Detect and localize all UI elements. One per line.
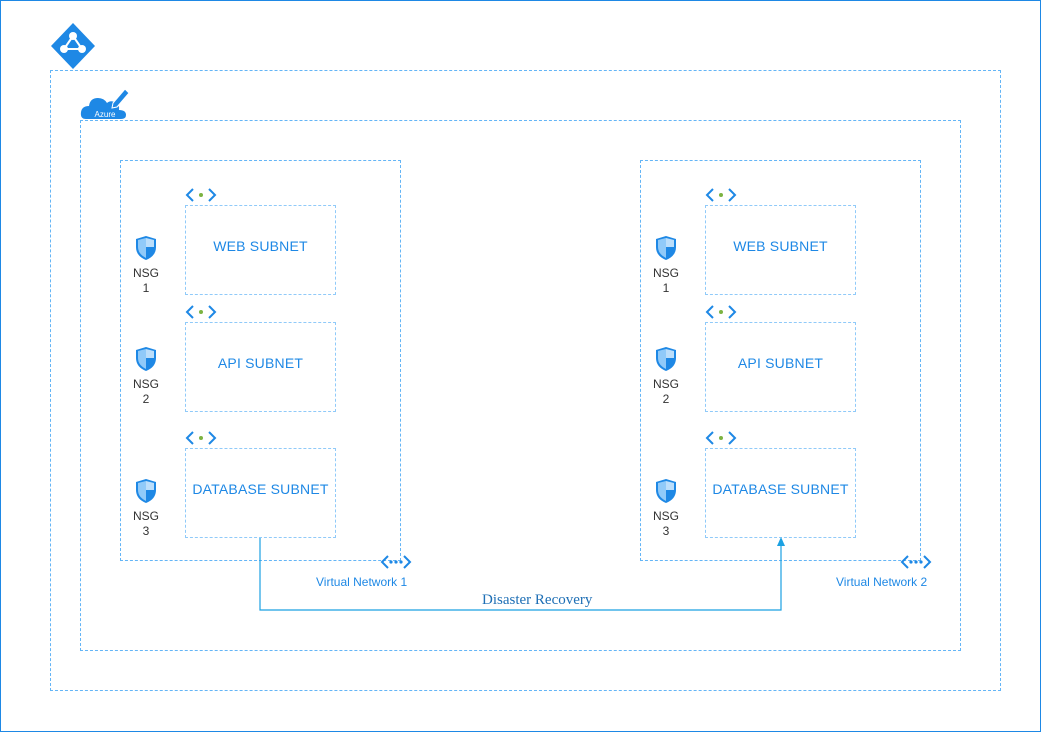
nsg-label: NSG [652, 509, 679, 523]
azure-badge-label: Azure [95, 110, 116, 119]
resource-group-icon [51, 23, 95, 69]
subnet-label: WEB SUBNET [213, 238, 308, 254]
nsg-1: NSG 1 [121, 235, 171, 296]
subnet-label: WEB SUBNET [733, 238, 828, 254]
subnet-icon [705, 305, 737, 319]
nsg-number: 2 [662, 392, 670, 406]
vnet-1-web-subnet: WEB SUBNET [185, 205, 336, 295]
subnet-icon [185, 305, 217, 319]
virtual-network-icon [380, 555, 412, 569]
vnet-1-api-subnet: API SUBNET [185, 322, 336, 412]
nsg-number: 2 [142, 392, 150, 406]
arrowhead [777, 537, 785, 546]
vnet-2-label: Virtual Network 2 [836, 575, 928, 589]
nsg-number: 1 [662, 281, 670, 295]
subnet-icon [705, 188, 737, 202]
vnet-1-database-subnet: DATABASE SUBNET [185, 448, 336, 538]
subnet-icon [705, 431, 737, 445]
disaster-recovery-label: Disaster Recovery [482, 592, 593, 608]
shield-icon [656, 236, 676, 260]
shield-icon [136, 236, 156, 260]
subnet-label: API SUBNET [217, 355, 304, 371]
nsg-label: NSG [652, 266, 679, 280]
nsg-label: NSG [652, 377, 679, 391]
vnet-1-label: Virtual Network 1 [316, 575, 408, 589]
nsg-label: NSG [132, 266, 159, 280]
subnet-label: DATABASE SUBNET [712, 481, 849, 497]
shield-icon [656, 347, 676, 371]
subnet-icon [185, 431, 217, 445]
nsg-2: NSG 2 [641, 346, 691, 407]
nsg-3: NSG 3 [641, 478, 691, 539]
nsg-number: 3 [142, 524, 150, 538]
virtual-network-icon [900, 555, 932, 569]
nsg-3: NSG 3 [121, 478, 171, 539]
subnet-label: DATABASE SUBNET [192, 481, 329, 497]
azure-boundary [80, 120, 961, 651]
subnet-icon [185, 188, 217, 202]
azure-cloud-icon: Azure [80, 88, 130, 119]
vnet-2-database-subnet: DATABASE SUBNET [705, 448, 856, 538]
nsg-number: 3 [662, 524, 670, 538]
vnet-2-api-subnet: API SUBNET [705, 322, 856, 412]
subnet-label: API SUBNET [737, 355, 824, 371]
nsg-number: 1 [142, 281, 150, 295]
nsg-1: NSG 1 [641, 235, 691, 296]
nsg-label: NSG [132, 509, 159, 523]
vnet-2-web-subnet: WEB SUBNET [705, 205, 856, 295]
shield-icon [656, 479, 676, 503]
shield-icon [136, 479, 156, 503]
nsg-label: NSG [132, 377, 159, 391]
resource-group-boundary [50, 70, 1001, 691]
shield-icon [136, 347, 156, 371]
nsg-2: NSG 2 [121, 346, 171, 407]
